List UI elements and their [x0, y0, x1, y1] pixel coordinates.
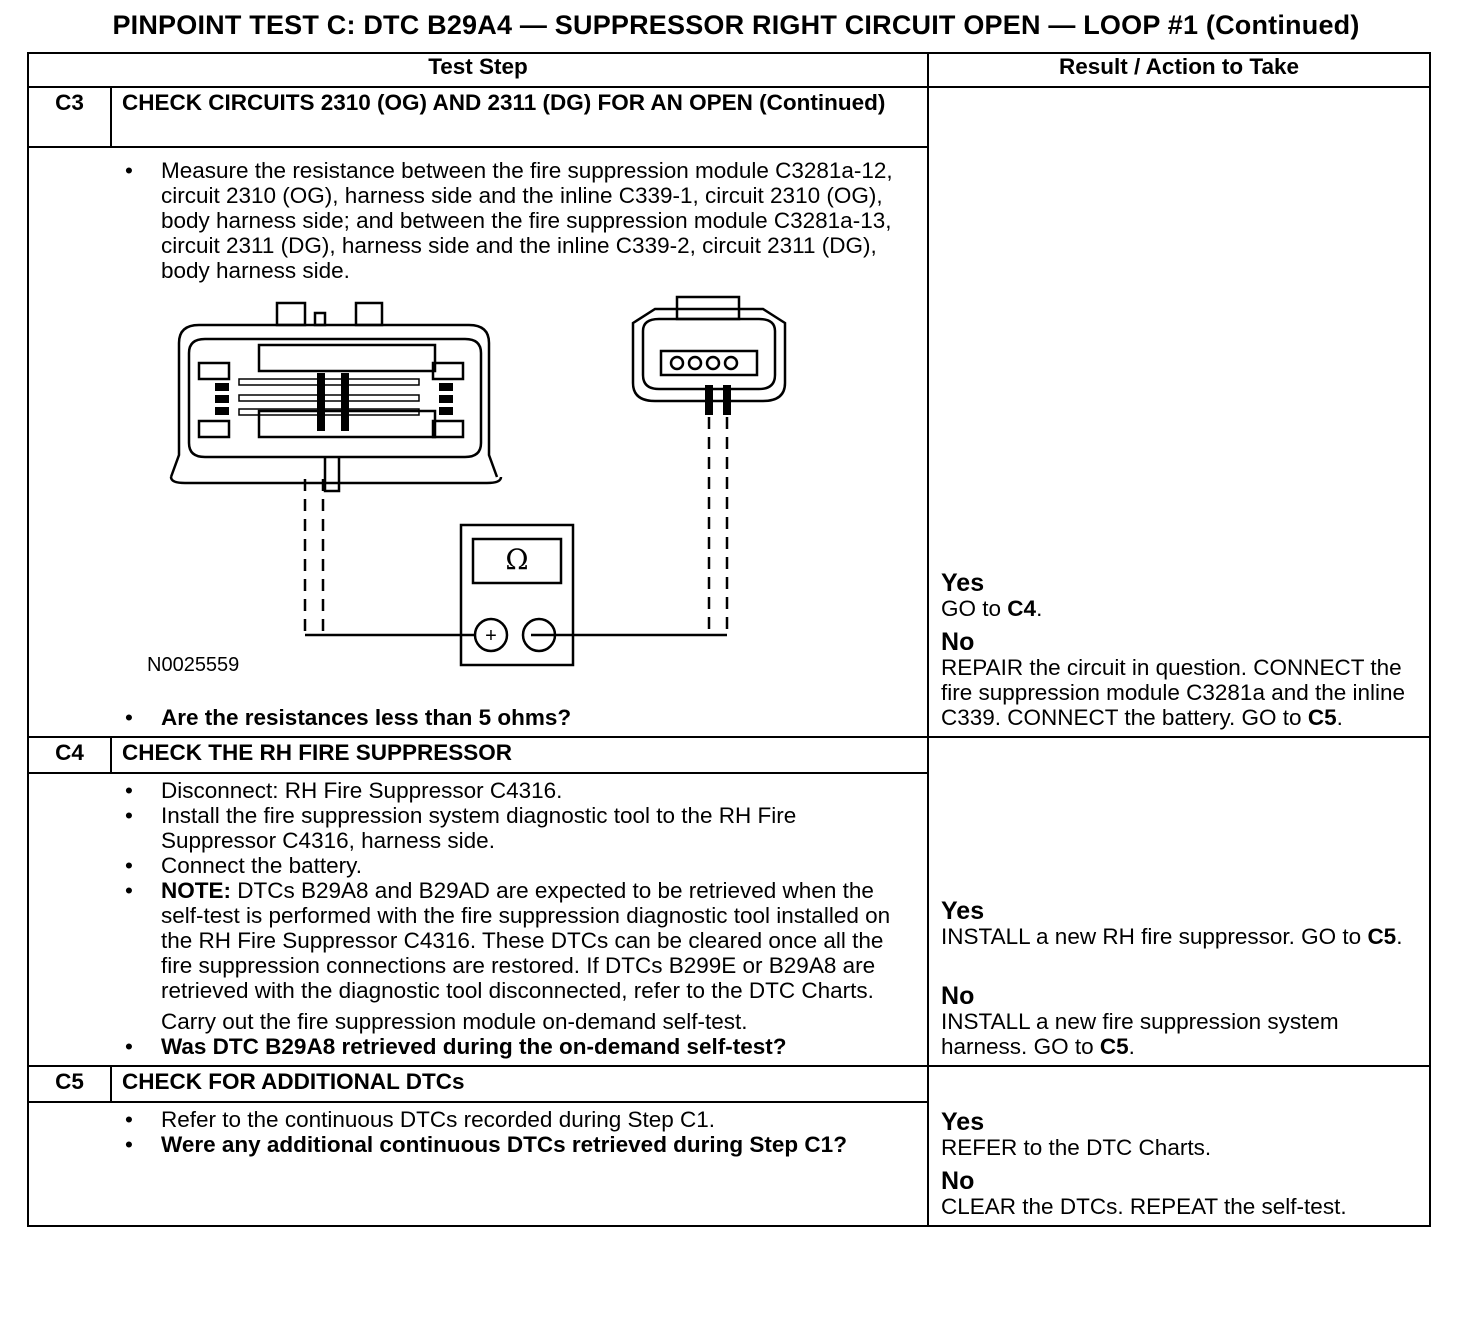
c5-no-action: CLEAR the DTCs. REPEAT the self-test. [941, 1194, 1347, 1219]
step-c3-body: Measure the resistance between the fire … [26, 146, 930, 738]
ohm-symbol: Ω [505, 543, 528, 576]
c4-note: NOTE: DTCs B29A8 and B29AD are expected … [29, 878, 917, 1003]
c3-yes-action: GO to C4. [941, 596, 1043, 621]
step-c5-body: Refer to the continuous DTCs recorded du… [26, 1101, 930, 1227]
ohmmeter-circuit-diagram: Ω + − [169, 295, 787, 667]
c4-yes-label: Yes [941, 897, 985, 925]
c5-no-label: No [941, 1167, 975, 1195]
c3-no-action: REPAIR the circuit in question. CONNECT … [941, 655, 1406, 730]
module-latch-tabs [275, 301, 384, 327]
figure-id: N0025559 [147, 654, 240, 676]
c4-no-label: No [941, 982, 975, 1010]
module-pin-array [215, 373, 453, 431]
ohmmeter [459, 523, 575, 667]
c4-question: Was DTC B29A8 retrieved during the on-de… [29, 1034, 917, 1059]
page-title: PINPOINT TEST C: DTC B29A4 — SUPPRESSOR … [112, 10, 1360, 40]
table-header-row: Test Step Result / Action to Take [26, 52, 1432, 88]
pinpoint-test-table: Test Step Result / Action to Take C3 CHE… [26, 52, 1432, 1227]
c5-yes-label: Yes [941, 1108, 985, 1136]
step-c3-result: Yes GO to C4. No REPAIR the circuit in q… [927, 86, 1432, 738]
step-c4-id: C4 [27, 736, 112, 774]
module-connector-shell [169, 323, 499, 478]
c4-instruction-1: Disconnect: RH Fire Suppressor C4316. [29, 778, 917, 803]
negative-terminal: − [533, 625, 545, 647]
c4-instruction-3: Connect the battery. [29, 853, 917, 878]
step-c5-title-row: C5 CHECK FOR ADDITIONAL DTCs Yes REFER t… [27, 1064, 1432, 1227]
inline-connector [631, 295, 787, 403]
c4-no-action: INSTALL a new fire suppression system ha… [941, 1009, 1339, 1059]
c5-question: Were any additional continuous DTCs retr… [29, 1132, 917, 1157]
c5-instruction: Refer to the continuous DTCs recorded du… [29, 1107, 917, 1132]
step-c5-title: CHECK FOR ADDITIONAL DTCs [109, 1064, 930, 1104]
step-c3-body-row: Measure the resistance between the fire … [26, 146, 1430, 738]
header-result: Result / Action to Take [927, 52, 1432, 88]
step-c4-title: CHECK THE RH FIRE SUPPRESSOR [109, 736, 930, 774]
step-c4-result: Yes INSTALL a new RH fire suppressor. GO… [927, 736, 1432, 1067]
step-c4-body-row: Disconnect: RH Fire Suppressor C4316. In… [26, 772, 1430, 1067]
c4-yes-action: INSTALL a new RH fire suppressor. GO to … [941, 924, 1403, 949]
c3-yes-label: Yes [941, 569, 985, 597]
header-test-step: Test Step [26, 52, 930, 88]
step-c3-title-row: C3 CHECK CIRCUITS 2310 (OG) AND 2311 (DG… [27, 86, 1432, 738]
step-c5-result: Yes REFER to the DTC Charts. No CLEAR th… [927, 1065, 1432, 1227]
step-c3-id: C3 [27, 86, 112, 148]
c4-instruction-2: Install the fire suppression system diag… [29, 803, 917, 853]
step-c4-body: Disconnect: RH Fire Suppressor C4316. In… [26, 772, 930, 1067]
positive-terminal: + [485, 625, 497, 647]
c3-question: Are the resistances less than 5 ohms? [29, 705, 917, 730]
c4-carry-out: Carry out the fire suppression module on… [161, 1009, 748, 1034]
c3-instruction: Measure the resistance between the fire … [29, 158, 917, 283]
step-c3-title: CHECK CIRCUITS 2310 (OG) AND 2311 (DG) F… [109, 86, 930, 148]
test-lead-wires [303, 417, 729, 635]
step-c4-title-row: C4 CHECK THE RH FIRE SUPPRESSOR Yes INST… [27, 736, 1432, 1067]
c3-no-label: No [941, 628, 975, 656]
step-c5-id: C5 [27, 1064, 112, 1104]
connector-diagram: Ω + − N0025559 [29, 283, 819, 705]
c5-yes-action: REFER to the DTC Charts. [941, 1135, 1212, 1160]
step-c5-body-row: Refer to the continuous DTCs recorded du… [26, 1101, 1430, 1227]
